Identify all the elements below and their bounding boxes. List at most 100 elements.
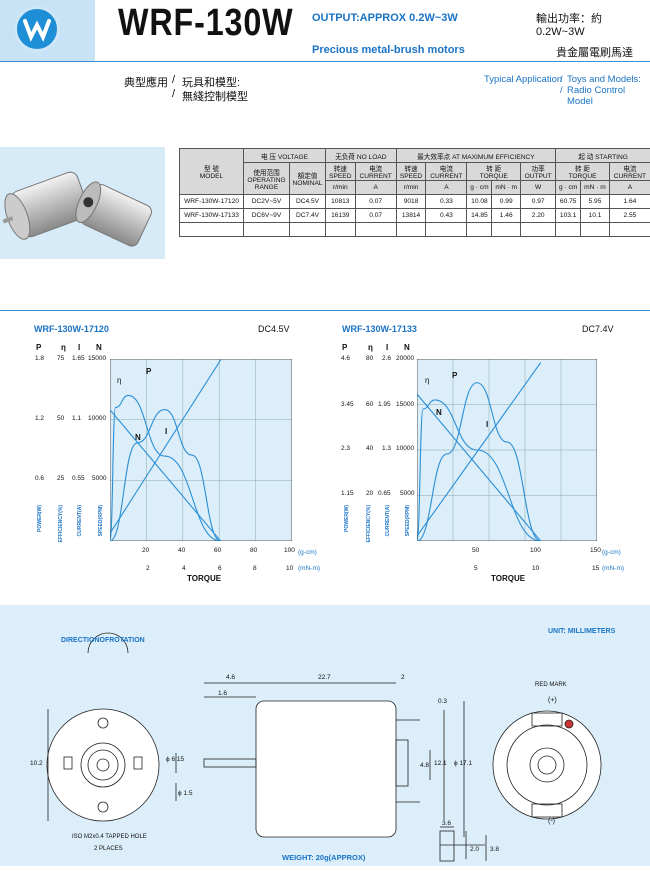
cell-nl-speed: 10813	[326, 195, 356, 209]
left-n-tick: 15000	[88, 355, 106, 362]
left-unit-gcm: (g-cm)	[298, 549, 317, 556]
cell-me-current: 0.43	[426, 209, 467, 223]
left-x-tick-mnm: 10	[286, 565, 293, 572]
dim-2: 2	[401, 674, 405, 681]
left-head-n: N	[96, 343, 102, 352]
left-chart-plot	[110, 359, 292, 541]
right-eta-tick: 80	[366, 355, 373, 362]
model-title: WRF-130W	[118, 2, 293, 45]
th-me-speed: SPEED	[398, 173, 425, 180]
cell-nl-speed: 16139	[326, 209, 356, 223]
left-p-tick: 1.8	[35, 355, 44, 362]
th-me-speed-cn: 转速	[398, 163, 425, 173]
series-line-eta	[417, 400, 541, 541]
cell-me-gcm: 14.85	[467, 209, 492, 223]
left-head-p: P	[36, 343, 41, 352]
left-head-eta: η	[61, 343, 66, 352]
left-head-i: I	[78, 343, 80, 352]
application-en-label: Typical Application	[484, 74, 562, 85]
right-i-tick: 1.95	[378, 401, 391, 408]
right-eta-tick: 60	[366, 401, 373, 408]
red-mark-label: RED MARK	[535, 682, 567, 688]
left-x-tick-mnm: 4	[182, 565, 186, 572]
series-line-P	[417, 383, 541, 541]
weight-label: WEIGHT: 20g(APPROX)	[282, 853, 365, 862]
right-speed-label: SPEED(RPM)	[405, 505, 411, 536]
th-nl-current-cn: 电流	[357, 163, 395, 173]
series-name-cn: 貴金屬電刷馬達	[556, 44, 633, 60]
dim-6-15: ϕ 6.15	[166, 756, 184, 763]
cell-me-mnm: 0.99	[492, 195, 521, 209]
left-i-tick: 1.1	[72, 415, 81, 422]
th-st-current: CURRENT	[611, 173, 649, 180]
cell-range: DC6V~9V	[244, 209, 290, 223]
series-line-I	[417, 363, 541, 537]
dimension-drawing-svg	[0, 605, 650, 866]
th-st-torque: TORQUE	[557, 173, 608, 180]
right-x-tick-gcm: 50	[472, 547, 479, 554]
application-en-sep-1: /	[560, 74, 563, 85]
cell-me-speed: 13814	[396, 209, 426, 223]
left-x-tick-gcm: 80	[250, 547, 257, 554]
th-me-torque-cn: 转 距	[468, 163, 519, 173]
series-line-I	[110, 360, 221, 533]
cell-st-gcm: 60.75	[556, 195, 581, 209]
right-head-i: I	[386, 343, 388, 352]
th-unit-rmin-1: r/min	[326, 181, 356, 195]
right-x-tick-gcm: 100	[530, 547, 541, 554]
right-p-tick: 4.6	[341, 355, 350, 362]
right-chart-voltage: DC7.4V	[582, 324, 614, 334]
th-maxeff: 最大效率点 AT MAXIMUM EFFICIENCY	[396, 149, 555, 163]
th-me-current-cn: 电流	[427, 163, 465, 173]
cell-nominal: DC4.5V	[290, 195, 326, 209]
th-unit-rmin-2: r/min	[396, 181, 426, 195]
brand-logo	[14, 6, 60, 52]
right-eta-tick: 40	[366, 445, 373, 452]
left-i-tick: 0.55	[72, 475, 85, 482]
right-i-tick: 1.3	[382, 445, 391, 452]
th-output-cn: 功率	[522, 163, 554, 173]
th-unit-a-2: A	[426, 181, 467, 195]
application-sep-1: /	[172, 74, 175, 86]
dim-4-6: 4.6	[226, 674, 235, 681]
table-row-empty	[180, 223, 650, 237]
left-chart-title: WRF-130W-17120	[34, 324, 109, 334]
left-torque-label: TORQUE	[187, 574, 221, 583]
th-unit-a-1: A	[355, 181, 396, 195]
application-en-line2: Radio Control Model	[567, 85, 650, 107]
right-chart-svg	[417, 359, 597, 541]
th-output: OUTPUT	[522, 173, 554, 180]
left-eta-tick: 50	[57, 415, 64, 422]
right-p-tick: 2.3	[341, 445, 350, 452]
right-p-tick: 3.45	[341, 401, 354, 408]
series-name-en: Precious metal-brush motors	[312, 44, 465, 56]
right-head-n: N	[404, 343, 410, 352]
left-p-tick: 0.6	[35, 475, 44, 482]
cell-st-a: 2.55	[609, 209, 650, 223]
left-eta-tick: 25	[57, 475, 64, 482]
right-head-p: P	[342, 343, 347, 352]
dim-4-8: 4.8	[420, 762, 429, 769]
header-divider	[0, 61, 650, 62]
right-curve-eta-label: η	[425, 376, 429, 385]
dim-3-8: 3.8	[490, 846, 499, 853]
cell-me-gcm: 10.08	[467, 195, 492, 209]
dim-0-3: 0.3	[438, 698, 447, 705]
right-chart-plot	[417, 359, 597, 541]
right-p-tick: 1.15	[341, 490, 354, 497]
th-starting: 起 动 STARTING	[556, 149, 650, 163]
left-speed-label: SPEED(RPM)	[98, 505, 104, 536]
right-n-tick: 10000	[396, 445, 414, 452]
application-en-line1: Toys and Models:	[567, 74, 641, 85]
th-st-current-cn: 电流	[611, 163, 649, 173]
cell-nominal: DC7.4V	[290, 209, 326, 223]
th-model-cn: 型 號	[181, 163, 242, 173]
tapped-hole-label: ISO M2x0.4 TAPPED HOLE	[72, 834, 147, 840]
left-current-label: CURRENT(A)	[77, 505, 83, 536]
left-unit-mnm: (mN-m)	[298, 565, 320, 572]
table-row: WRF-130W-17120 DC2V~5V DC4.5V 10813 0.07…	[180, 195, 650, 209]
dim-17-1: ϕ 17.1	[454, 760, 472, 767]
th-nl-current: CURRENT	[357, 173, 395, 180]
cell-me-speed: 9018	[396, 195, 426, 209]
plus-terminal-label: (+)	[548, 697, 557, 704]
